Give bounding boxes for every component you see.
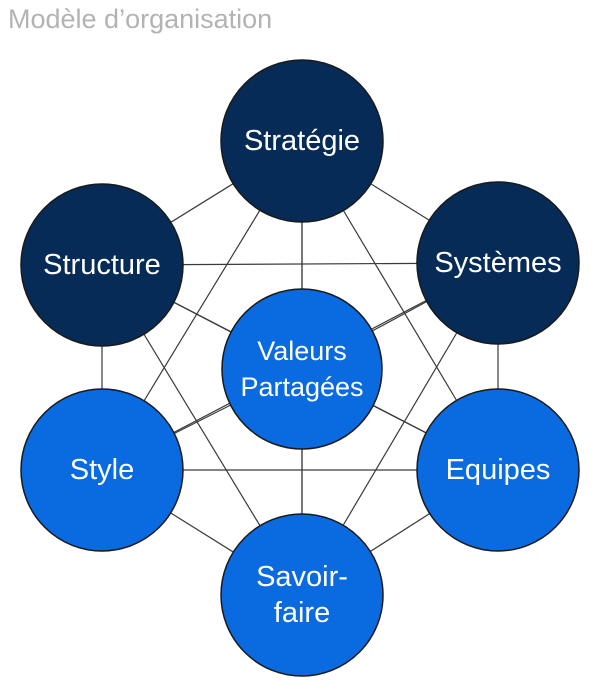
node-label-valeurs-line-2: Partagées xyxy=(240,372,363,402)
node-label-savoir-faire-line-1: Savoir- xyxy=(256,561,348,593)
node-circle-valeurs xyxy=(221,288,383,450)
node-circle-systemes xyxy=(416,181,580,345)
node-style: Style xyxy=(20,388,184,552)
node-savoir-faire: Savoir-faire xyxy=(220,513,384,677)
node-label-style: Style xyxy=(70,454,134,486)
node-circle-equipes xyxy=(416,388,580,552)
node-systemes: Systèmes xyxy=(416,181,580,345)
node-structure: Structure xyxy=(20,183,184,347)
node-label-valeurs-line-1: Valeurs xyxy=(257,336,347,366)
node-label-equipes: Equipes xyxy=(446,454,551,486)
node-label-savoir-faire-line-2: faire xyxy=(274,597,330,629)
node-circle-strategie xyxy=(220,59,384,223)
node-circle-structure xyxy=(20,183,184,347)
node-equipes: Equipes xyxy=(416,388,580,552)
node-label-strategie: Stratégie xyxy=(244,125,360,157)
node-circle-savoir-faire xyxy=(220,513,384,677)
node-strategie: Stratégie xyxy=(220,59,384,223)
node-circle-style xyxy=(20,388,184,552)
node-label-systemes: Systèmes xyxy=(434,247,561,279)
page-title: Modèle d’organisation xyxy=(8,4,273,34)
node-label-structure: Structure xyxy=(43,249,161,281)
